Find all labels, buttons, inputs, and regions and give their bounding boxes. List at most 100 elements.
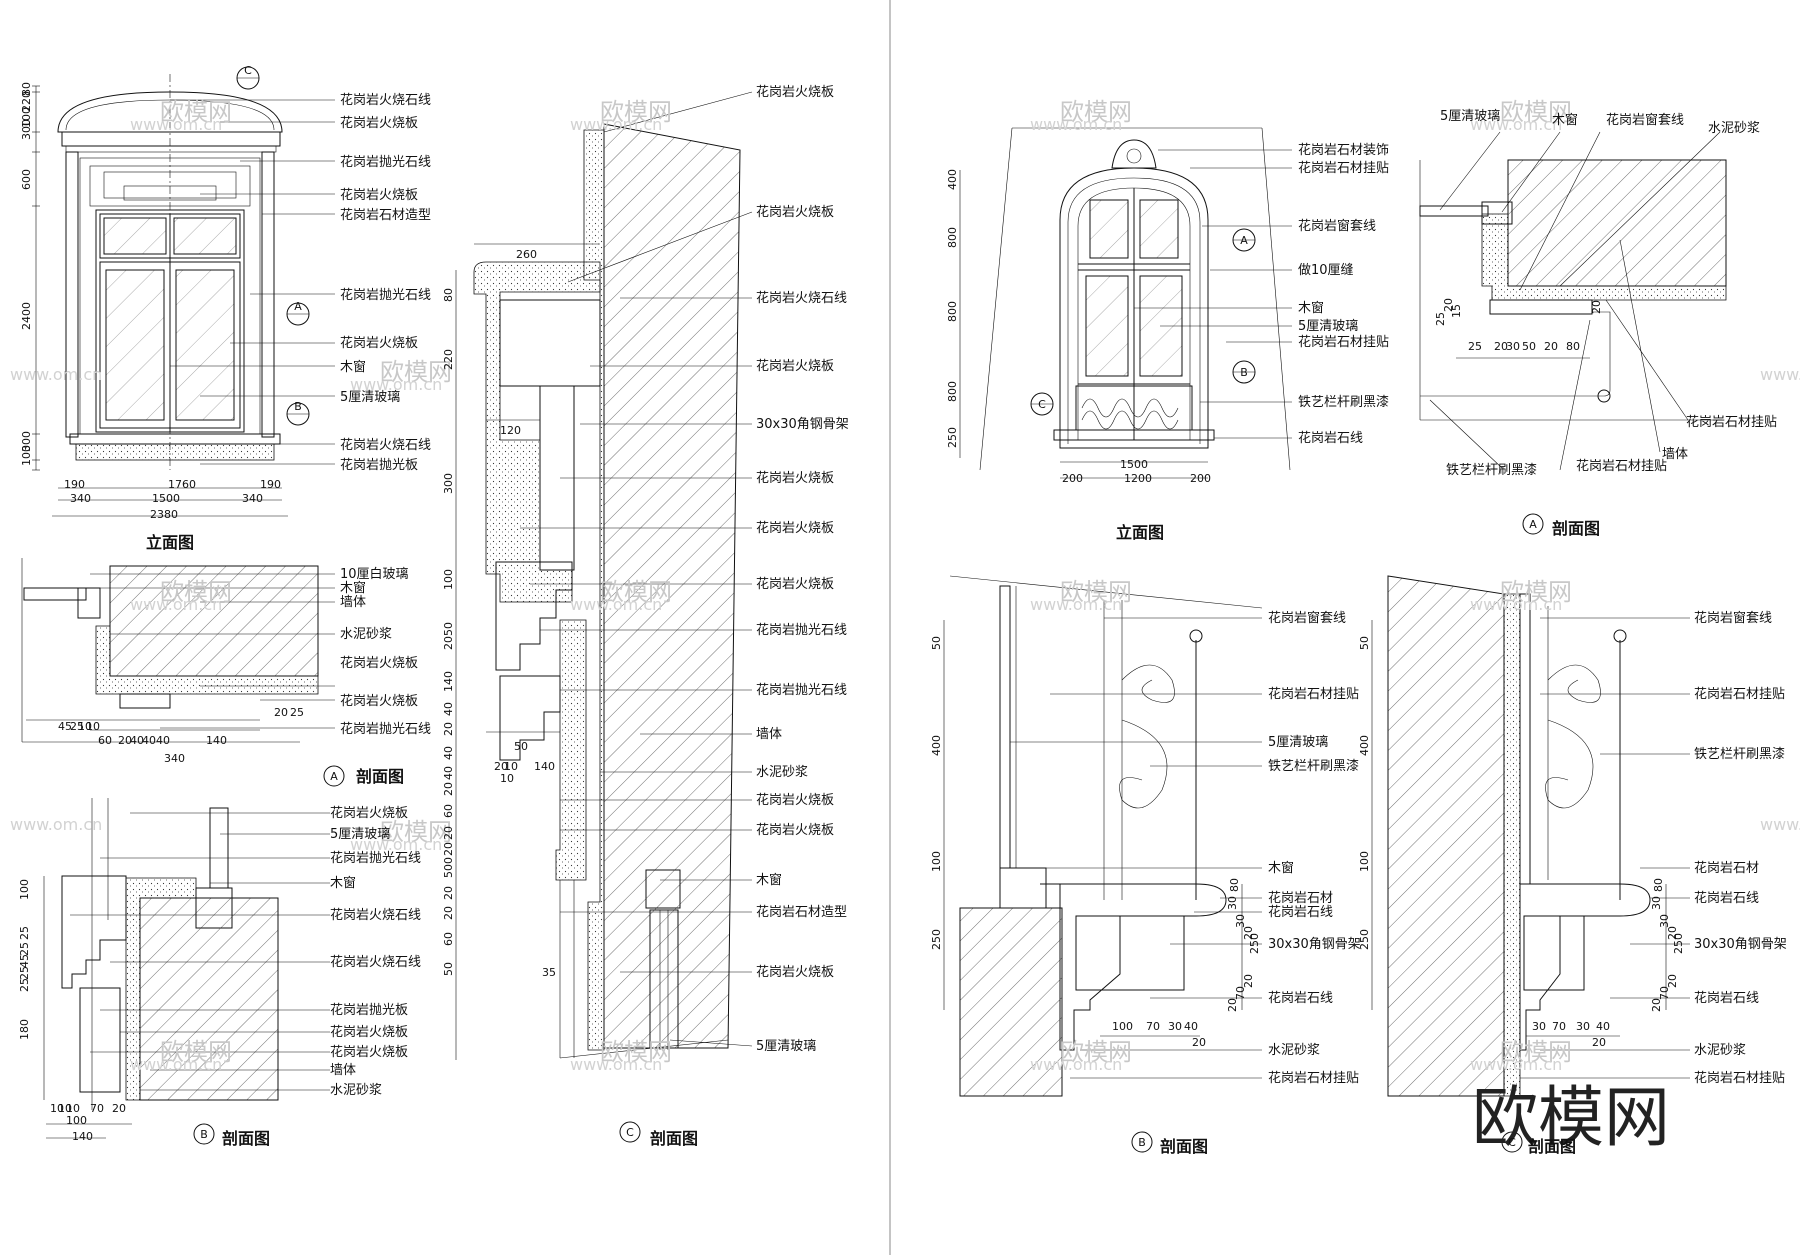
watermark-url: www.om.cn — [10, 815, 102, 834]
label-text: 5厘清玻璃 — [330, 827, 390, 842]
label-text: 木窗 — [1298, 300, 1324, 316]
label-text: 花岗岩火烧石线 — [756, 290, 847, 306]
label-text: 20 — [442, 842, 455, 856]
label-text: 70 — [1234, 986, 1247, 1000]
label-text: 250 — [1248, 933, 1261, 954]
label-text: 30x30角钢骨架 — [1268, 937, 1361, 952]
label-text: 400 — [930, 735, 943, 756]
watermark-brand: 欧模网 — [380, 818, 452, 846]
label-text: 花岗岩火烧板 — [330, 1044, 408, 1060]
label-text: 30 — [1650, 896, 1663, 910]
label-text: 铁艺栏杆刷黑漆 — [1694, 746, 1785, 762]
label-text: 40 — [156, 734, 170, 747]
label-text: 800 — [946, 301, 959, 322]
left-section-a — [21, 558, 345, 787]
label-text: 40 — [1596, 1020, 1610, 1033]
watermark-brand: 欧模网 — [1060, 578, 1132, 606]
label-text: 20 — [1544, 340, 1558, 353]
label-text: 40 — [142, 734, 156, 747]
label-text: 铁艺栏杆刷黑漆 — [1298, 394, 1389, 410]
label-text: 30 — [1576, 1020, 1590, 1033]
label-text: 花岗岩石材挂贴 — [1694, 686, 1785, 702]
label-text: 20 — [1494, 340, 1508, 353]
label-text: 50 — [442, 622, 455, 636]
title: 立面图 — [1116, 523, 1164, 542]
label-text: 300 — [442, 473, 455, 494]
label-text: 花岗岩抛光石线 — [340, 287, 431, 303]
label-text: 花岗岩石材 — [1268, 890, 1333, 906]
label-text: 250 — [946, 427, 959, 448]
marker: A — [294, 300, 302, 313]
title: 剖面图 — [650, 1129, 698, 1148]
label-text: 200 — [1190, 472, 1211, 485]
label-text: 40 — [130, 734, 144, 747]
label-text: 5厘清玻璃 — [340, 390, 400, 405]
watermark-brand: 欧模网 — [1060, 98, 1132, 126]
label-text: 10 — [86, 720, 100, 733]
watermark-url: www.om.cn — [570, 115, 662, 134]
label-text: 70 — [90, 1102, 104, 1115]
label-text: 25 — [18, 978, 31, 992]
marker: B — [1240, 366, 1248, 379]
label-text: 100 — [1112, 1020, 1133, 1033]
marker: B — [200, 1128, 208, 1141]
label-text: 100 — [66, 1114, 87, 1127]
watermark-url: www.om.cn — [570, 1055, 662, 1074]
watermark-url: www.om.cn — [1030, 115, 1122, 134]
label-text: 花岗岩石线 — [1268, 904, 1333, 920]
label-text: 80 — [442, 288, 455, 302]
watermark-brand: 欧模网 — [160, 578, 232, 606]
label-text: 木窗 — [1552, 112, 1578, 128]
label-text: 10 — [50, 1102, 64, 1115]
label-text: 140 — [72, 1130, 93, 1143]
label-text: 140 — [442, 671, 455, 692]
label-text: 花岗岩火烧板 — [340, 335, 418, 351]
label-text: 墙体 — [1662, 447, 1688, 462]
label-text: 1500 — [1120, 458, 1148, 471]
label-text: 20 — [1666, 974, 1679, 988]
watermark-brand: 欧模网 — [1500, 98, 1572, 126]
watermark-brand: 欧模网 — [380, 358, 452, 386]
watermark-brand: 欧模网 — [600, 578, 672, 606]
watermark-url: www.om.cn — [350, 375, 442, 394]
title: 剖面图 — [1528, 1137, 1576, 1156]
left-elevation — [32, 66, 335, 517]
label-text: 花岗岩石线 — [1268, 990, 1333, 1006]
watermark-brand: 欧模网 — [160, 98, 232, 126]
watermark-url: www.om.cn — [350, 835, 442, 854]
label-text: 25 — [1434, 312, 1447, 326]
label-text: 花岗岩火烧板 — [756, 84, 834, 100]
label-text: 20 — [1590, 300, 1603, 314]
label-text: 花岗岩抛光板 — [330, 1002, 408, 1018]
label-text: 花岗岩火烧板 — [330, 805, 408, 821]
label-text: 20 — [1226, 998, 1239, 1012]
watermark-url: www.om.cn — [1760, 365, 1800, 384]
label-text: 400 — [1358, 735, 1371, 756]
label-text: 花岗岩窗套线 — [1694, 610, 1772, 626]
label-text: 20 — [1650, 998, 1663, 1012]
label-text: 花岗岩石材挂贴 — [1268, 1070, 1359, 1086]
label-text: 水泥砂浆 — [1268, 1043, 1320, 1058]
watermark-url: www.om.cn — [1470, 115, 1562, 134]
right-section-b — [943, 575, 1263, 1153]
title: 剖面图 — [1552, 519, 1600, 538]
label-text: 10 — [58, 1102, 72, 1115]
label-text: 60 — [98, 734, 112, 747]
label-text: 20 — [494, 760, 508, 773]
label-text: 墙体 — [756, 727, 782, 742]
marker: A — [1529, 518, 1537, 531]
label-text: 花岗岩火烧板 — [756, 964, 834, 980]
watermark-brand: 欧模网 — [1060, 1038, 1132, 1066]
label-text: 花岗岩抛光板 — [340, 457, 418, 473]
label-text: 花岗岩火烧板 — [340, 655, 418, 671]
label-text: 20 — [118, 734, 132, 747]
label-text: 20 — [442, 886, 455, 900]
label-text: 墙体 — [330, 1063, 356, 1078]
label-text: 花岗岩石材挂贴 — [1268, 686, 1359, 702]
label-text: 40 — [442, 766, 455, 780]
label-text: 100 — [1358, 851, 1371, 872]
label-text: 340 — [242, 492, 263, 505]
label-text: 20 — [442, 636, 455, 650]
label-text: 花岗岩火烧板 — [756, 822, 834, 838]
